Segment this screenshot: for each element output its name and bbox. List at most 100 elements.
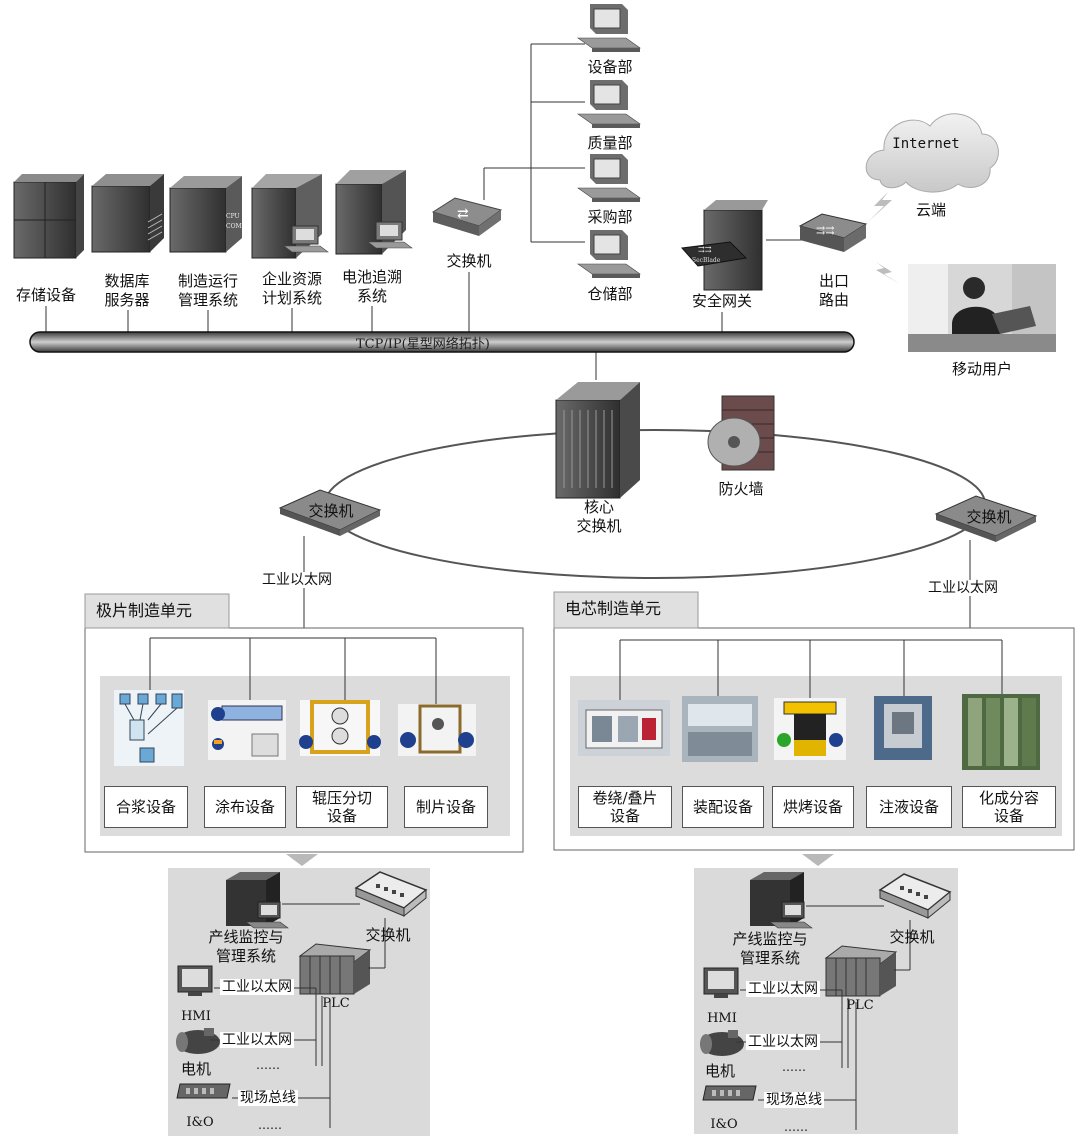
down-arrow-icon [802,854,834,866]
pc-icon [577,4,641,52]
hmi-icon [177,965,213,996]
tcp-ip-bus [29,331,855,353]
ethernet-tag: 工业以太网 [746,1034,820,1050]
ring-switch-left-label: 交换机 [308,502,354,520]
hmi-label: HMI [181,1009,211,1024]
svg-text:COM: COM [226,223,242,230]
device-label: 烘烤设备 [772,786,854,828]
formation-equipment-photo [962,694,1040,770]
server-label: 制造运行管理系统 [177,272,238,309]
baking-equipment-icon [774,698,846,760]
bus-label: TCP/IP(星型网络拓扑) [356,337,490,352]
core-ring [324,429,986,579]
io-module-icon [702,1085,757,1101]
pc-icon [577,80,641,128]
erp-server-icon [251,174,329,259]
monitor-pc-icon [750,872,813,929]
device-label: 卷绕/叠片设备 [578,786,672,828]
plc-icon [824,945,898,997]
server-label: 存储设备 [15,286,76,304]
io-module-icon [176,1083,231,1099]
mes-server-icon: CPU COM [169,176,242,253]
line-control-panel-right [694,868,958,1134]
storage-server-icon [13,174,84,259]
internet-label: Internet [892,136,960,152]
department-label: 质量部 [587,134,633,152]
winding-equipment-photo [578,700,670,756]
exit-router-label: 出口路由 [818,272,849,309]
switch-icon: ⇄ [431,197,503,236]
ellipsis-label: …… [258,1118,282,1132]
line-control-panel-left [168,868,430,1136]
panel-switch-icon [878,873,952,920]
ring-switch-right-label: 交换机 [966,508,1012,526]
device-label: 制片设备 [404,786,488,828]
motor-icon [176,1028,220,1054]
panel-switch-label: 交换机 [889,928,935,946]
svg-text:SecBlade: SecBlade [692,257,721,264]
cloud-label: 云端 [915,201,946,219]
ethernet-tag: 工业以太网 [220,979,294,995]
svg-text:CPU: CPU [226,213,240,220]
ellipsis-label: …… [256,1058,280,1072]
svg-text:⇄: ⇄ [457,206,469,222]
ethernet-tag: 工业以太网 [220,1032,294,1048]
core-switch-label: 核心交换机 [576,498,622,535]
ring-switch-right-icon [934,495,1038,542]
io-label: I&O [186,1115,214,1130]
assembly-equipment-photo [682,696,758,762]
pc-icon [577,230,641,278]
ethernet-label-right: 工业以太网 [926,580,1000,596]
panel-switch-label: 交换机 [365,926,411,944]
ethernet-label-left: 工业以太网 [260,572,334,588]
injection-equipment-photo [874,696,932,760]
ring-switch-left-icon [278,489,382,536]
mobile-user-photo [908,264,1056,352]
sheet-making-equipment-icon [398,704,476,756]
mixing-equipment-icon [114,690,184,766]
unit-title-right: 电芯制造单元 [565,599,662,618]
device-label: 注液设备 [866,786,952,828]
motor-icon [700,1030,744,1056]
department-label: 设备部 [587,58,633,76]
database-server-icon [91,174,164,253]
security-gateway-icon: SecBlade ⇉⇉ [680,200,768,291]
ellipsis-label: …… [784,1120,808,1134]
plc-icon [298,943,372,995]
firewall-icon [707,395,775,471]
unit-title-left: 极片制造单元 [96,601,193,620]
server-label: 企业资源计划系统 [261,270,322,307]
motor-label: 电机 [704,1062,735,1080]
monitor-label: 产线监控与管理系统 [732,930,808,967]
roller-cutter-equipment-icon [299,700,381,756]
device-label: 合浆设备 [104,786,188,828]
hmi-label: HMI [707,1011,737,1026]
server-label: 电池追溯系统 [341,268,402,305]
monitor-pc-icon [226,872,289,929]
security-gateway-label: 安全网关 [691,292,752,310]
svg-text:⇉⇉: ⇉⇉ [816,224,834,237]
pc-icon [577,154,641,202]
plc-label: PLC [846,998,874,1013]
svg-text:⇉⇉: ⇉⇉ [698,245,712,254]
department-label: 采购部 [587,208,633,226]
firewall-label: 防火墙 [718,480,764,498]
top-switch-label: 交换机 [446,252,492,270]
device-label: 辊压分切设备 [296,786,388,828]
router-icon: ⇉⇉ [798,213,868,252]
monitor-label: 产线监控与管理系统 [208,928,284,965]
io-label: I&O [710,1117,738,1132]
panel-switch-icon [354,871,428,918]
right-unit-panel [553,591,1075,851]
core-switch-icon [555,382,640,499]
ethernet-tag: 工业以太网 [746,981,820,997]
department-label: 仓储部 [587,285,633,303]
traceability-server-icon [335,170,413,255]
server-drop-lines [45,239,802,380]
down-arrow-icon [286,854,318,866]
fieldbus-tag: 现场总线 [764,1092,824,1108]
device-label: 化成分容设备 [962,786,1056,828]
department-tree-lines [468,43,585,332]
plc-label: PLC [322,996,350,1011]
